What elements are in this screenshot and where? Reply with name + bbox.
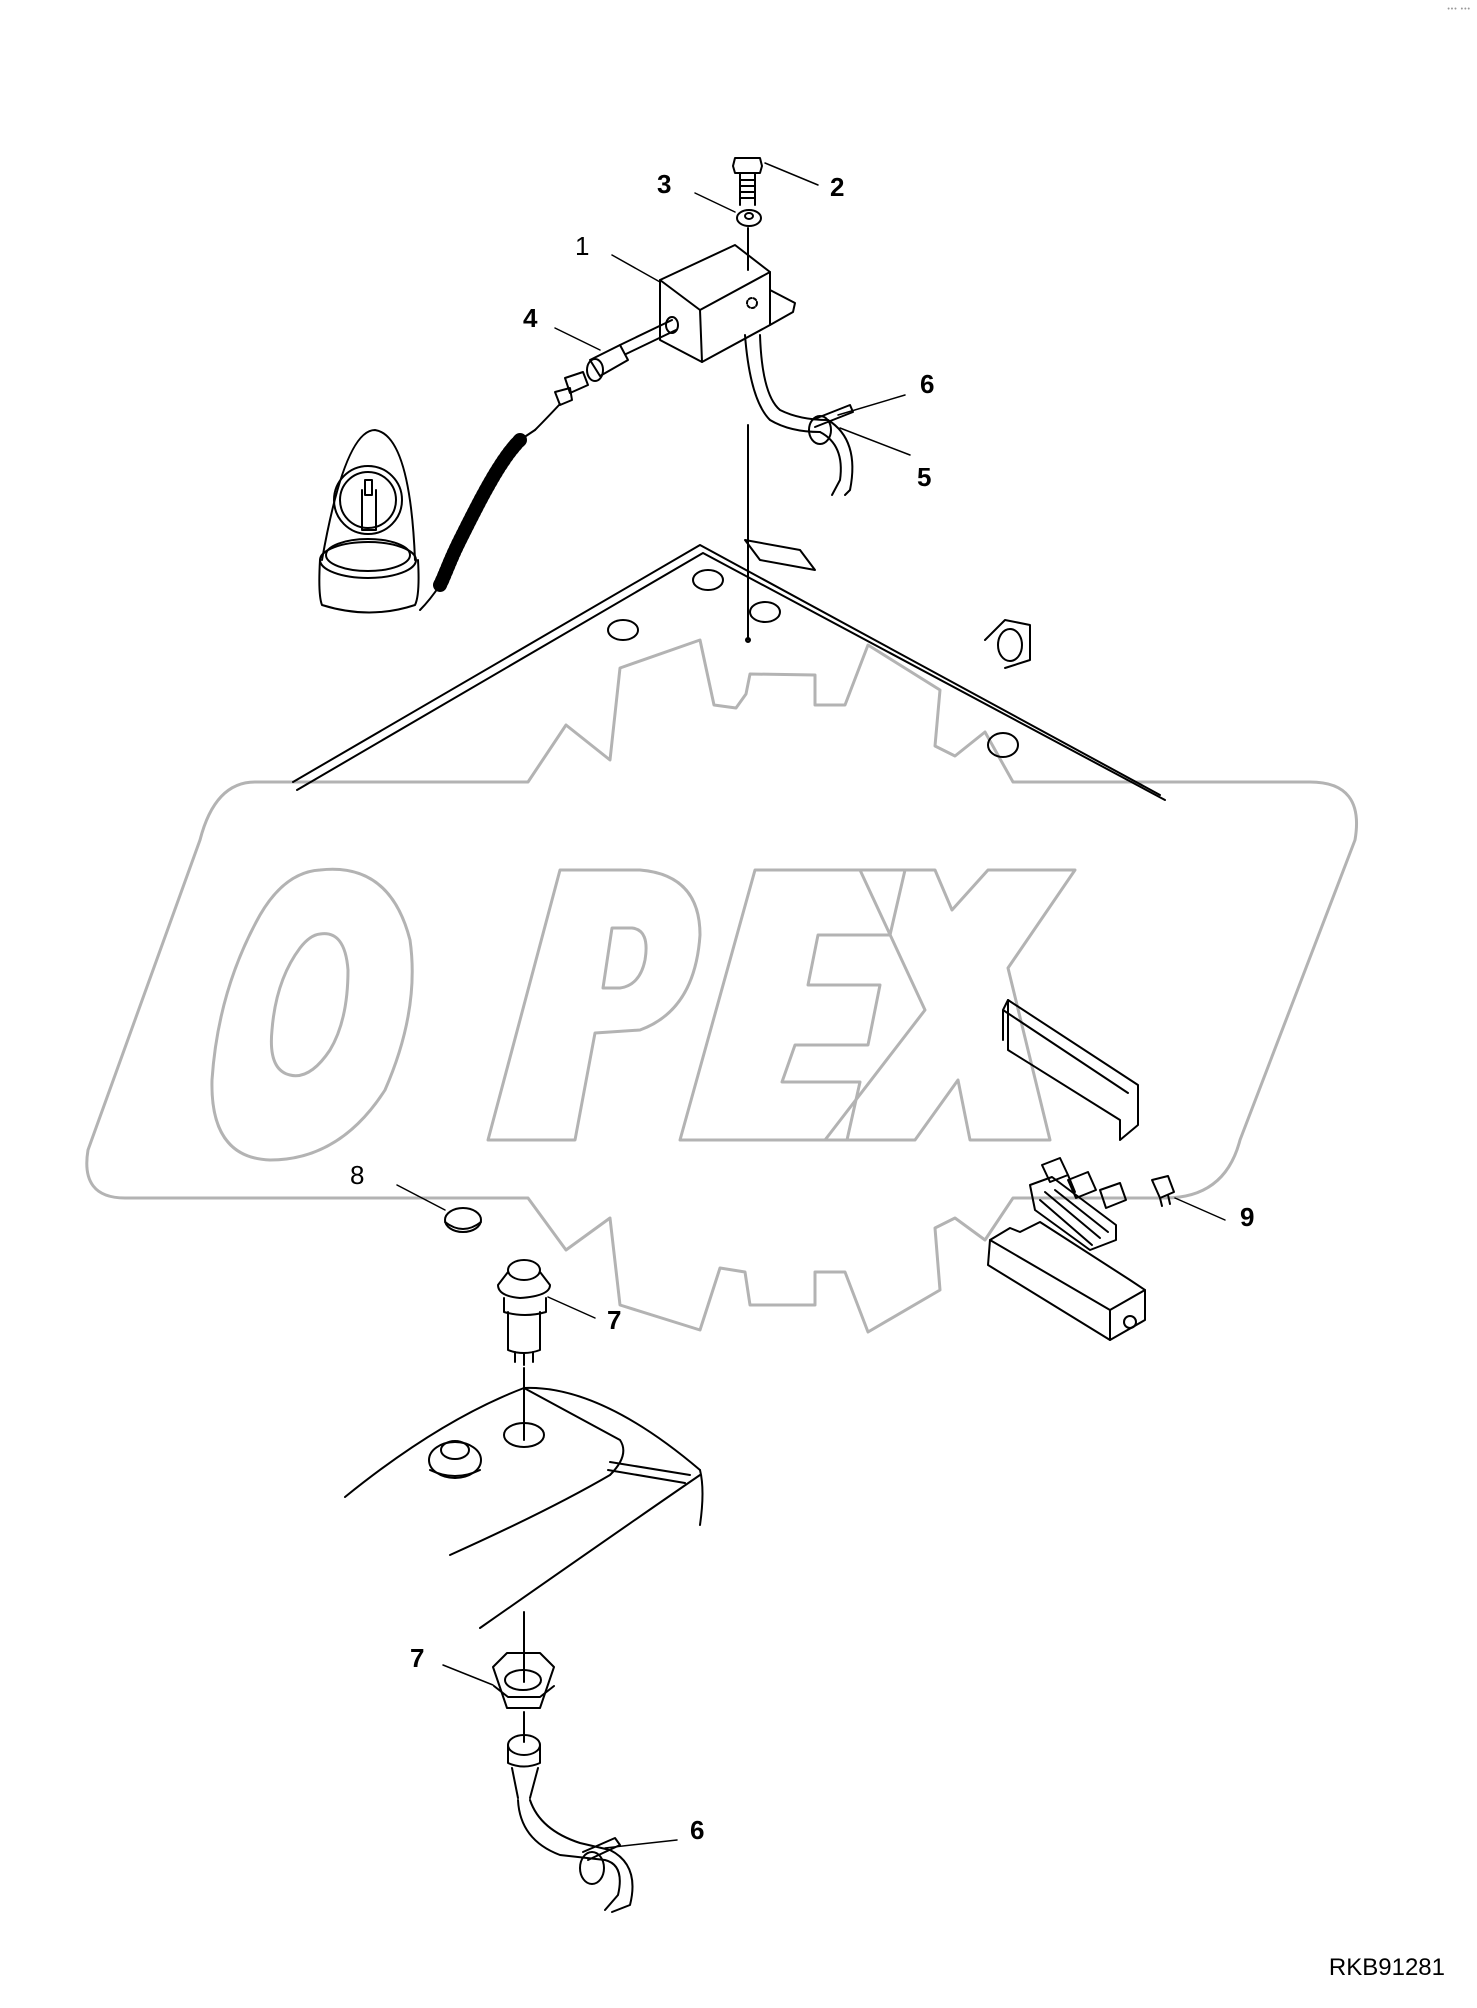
beacon-part — [318, 429, 420, 614]
fuse-set — [1029, 1157, 1127, 1251]
callout-6-upper: 6 — [920, 369, 935, 399]
roof-panel — [292, 539, 1166, 801]
washer-part — [736, 209, 762, 227]
leader-lines — [396, 162, 1226, 1849]
blanking-plug-part — [444, 1207, 482, 1233]
fuse-box-base — [987, 1221, 1146, 1341]
callout-9: 9 — [1240, 1202, 1255, 1232]
fuse-box-cover — [1002, 999, 1139, 1141]
corner-mark: ••• ••• — [1447, 6, 1471, 13]
callout-2: 2 — [830, 172, 845, 202]
callout-7-nut: 7 — [410, 1643, 425, 1673]
callout-6-lower: 6 — [690, 1815, 705, 1845]
callout-7-switch: 7 — [607, 1305, 622, 1335]
harness-cable-lower — [507, 1734, 634, 1913]
callout-4: 4 — [523, 303, 538, 333]
bolt-part — [732, 157, 763, 206]
lock-nut-part — [492, 1652, 555, 1743]
callout-1: 1 — [575, 231, 590, 261]
push-switch-part — [497, 1259, 551, 1441]
coiled-cable — [419, 429, 536, 611]
harness-cable-upper — [744, 334, 854, 496]
callout-3: 3 — [657, 169, 672, 199]
plug-part — [534, 371, 589, 431]
control-unit-part — [619, 244, 796, 363]
blade-fuse-part — [1151, 1175, 1175, 1207]
callout-8: 8 — [350, 1160, 365, 1190]
opex-watermark — [85, 638, 1358, 1334]
callout-5: 5 — [917, 462, 932, 492]
connector-socket-part — [586, 344, 629, 382]
dashboard-console — [344, 1386, 704, 1683]
drawing-id: RKB91281 — [1328, 1954, 1445, 1981]
